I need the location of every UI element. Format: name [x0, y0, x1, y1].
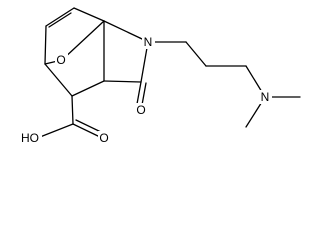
bond-c1-c2: [73, 7, 105, 22]
bond-c5-c6: [71, 80, 105, 97]
bond-layer: [39, 7, 301, 138]
bond-c3-c4: [44, 25, 47, 65]
carboxyl-hydroxyl-label: HO: [21, 131, 39, 145]
atom-layer: O N N O HO O: [18, 35, 272, 145]
bond-co-c6: [103, 80, 142, 83]
bond-alkene: [45, 7, 75, 27]
bond-alkene-second-line: [48, 12, 72, 28]
amine-nitrogen-label: N: [261, 90, 270, 104]
carboxyl-oxygen-label: O: [99, 131, 108, 145]
bond-c1-ch2: [103, 20, 141, 39]
bond-bridge-o-c1: [61, 20, 105, 61]
chemical-structure: O N N O HO O: [18, 7, 301, 145]
bond-carbonyl: [136, 81, 142, 105]
bond-carbonyl-second-line: [141, 82, 147, 106]
bridge-oxygen-label: O: [56, 53, 65, 67]
bond-c5-cooh: [71, 95, 74, 125]
bond-c-carboxyl-o-second-line: [75, 119, 104, 134]
carbonyl-oxygen-label: O: [136, 103, 145, 117]
bond-chain-1-2: [185, 41, 207, 67]
bond-c-carboxyl-o: [72, 123, 101, 138]
ring-nitrogen-label: N: [144, 35, 153, 49]
bond-c4-c5: [44, 63, 73, 97]
bond-c-oh: [39, 123, 74, 138]
